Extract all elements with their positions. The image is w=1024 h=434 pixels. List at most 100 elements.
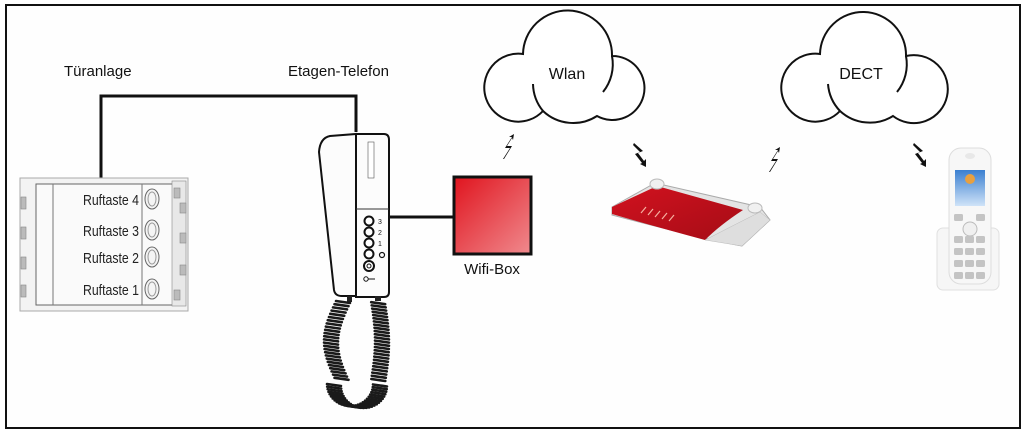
cord-coil bbox=[323, 328, 341, 334]
handset-key bbox=[954, 260, 963, 267]
call-button-icon bbox=[144, 188, 160, 210]
cord-coil bbox=[327, 315, 345, 321]
handset-key bbox=[954, 272, 963, 279]
cord-coil bbox=[333, 399, 350, 404]
cord-coil bbox=[356, 403, 374, 408]
cord-coil bbox=[368, 393, 386, 398]
cord-coil bbox=[334, 299, 352, 305]
cord-coil bbox=[331, 397, 349, 402]
radio-signal-wifibox-icon bbox=[503, 134, 514, 159]
cord-coil bbox=[373, 332, 391, 338]
door-station: Ruftaste 4 Ruftaste 3 Ruftaste 2 Ruftast… bbox=[19, 177, 189, 312]
cord-coil bbox=[372, 355, 390, 360]
cord-coil bbox=[370, 388, 388, 393]
cord-coil bbox=[370, 307, 388, 312]
svg-text:1: 1 bbox=[378, 241, 382, 248]
handset-key bbox=[976, 236, 985, 243]
cord-coil bbox=[371, 383, 389, 388]
label-wifi-box: Wifi-Box bbox=[464, 261, 520, 278]
cord-coil bbox=[373, 352, 390, 357]
label-floor-phone: Etagen-Telefon bbox=[288, 63, 389, 80]
call-button-icon bbox=[144, 278, 160, 300]
cord-coil bbox=[331, 373, 349, 378]
cord-coil bbox=[373, 339, 391, 344]
handset-key bbox=[954, 248, 963, 255]
phone-key-3: 3 bbox=[363, 215, 382, 227]
cord-coil bbox=[330, 370, 347, 375]
call-button-icon bbox=[144, 219, 160, 241]
door-button-2: Ruftaste 2 bbox=[83, 246, 160, 268]
cord-coil bbox=[371, 385, 389, 391]
handset-key bbox=[954, 236, 963, 243]
floor-phone: 3 2 1 bbox=[317, 132, 390, 302]
handset-key bbox=[954, 214, 963, 221]
cord-coil bbox=[370, 390, 387, 396]
cord-coil bbox=[333, 376, 350, 382]
cord-coil bbox=[371, 368, 389, 373]
door-button-label: Ruftaste 3 bbox=[83, 223, 139, 239]
door-button-3: Ruftaste 3 bbox=[83, 219, 160, 241]
svg-text:2: 2 bbox=[378, 230, 382, 237]
cord-coil bbox=[327, 390, 344, 396]
cord-coil bbox=[328, 392, 345, 398]
cord-coil bbox=[371, 310, 388, 316]
coiled-cord bbox=[322, 299, 391, 410]
router bbox=[611, 178, 771, 247]
label-door-station: Türanlage bbox=[64, 63, 132, 80]
cord-coil bbox=[328, 366, 346, 372]
door-button-label: Ruftaste 1 bbox=[83, 282, 139, 298]
key-icon bbox=[363, 276, 375, 282]
handset-icon bbox=[317, 132, 357, 297]
cord-coil bbox=[365, 397, 383, 403]
cord-coil bbox=[372, 323, 390, 328]
wifi-box bbox=[452, 175, 533, 256]
cord-coil bbox=[361, 400, 379, 406]
door-button-4: Ruftaste 4 bbox=[83, 188, 160, 210]
wire-door-to-phone bbox=[99, 94, 358, 178]
cord-coil bbox=[322, 344, 340, 350]
svg-text:3: 3 bbox=[378, 219, 382, 226]
radio-signal-router-out-icon bbox=[769, 147, 780, 172]
cord-coil bbox=[325, 322, 343, 327]
cord-coil bbox=[325, 382, 343, 388]
cord-coil bbox=[322, 338, 340, 343]
door-button-label: Ruftaste 2 bbox=[83, 250, 139, 266]
cord-coil bbox=[373, 326, 390, 332]
cord-coil bbox=[371, 313, 389, 319]
cord-coil bbox=[323, 331, 340, 337]
cord-coil bbox=[323, 347, 340, 353]
cord-coil bbox=[370, 374, 388, 380]
handset-key bbox=[976, 214, 985, 221]
handset-key bbox=[976, 260, 985, 267]
cord-coil bbox=[329, 395, 347, 400]
label-dect: DECT bbox=[839, 66, 883, 83]
cord-coil bbox=[371, 364, 389, 370]
cord-coil bbox=[326, 318, 344, 324]
cord-coil bbox=[330, 309, 347, 314]
door-button-label: Ruftaste 4 bbox=[83, 192, 139, 208]
cord-coil bbox=[324, 325, 342, 330]
cord-coil bbox=[326, 387, 343, 393]
cord-coil bbox=[367, 395, 384, 401]
cord-coil bbox=[373, 342, 391, 348]
cord-coil bbox=[333, 302, 350, 308]
handset-key bbox=[965, 260, 974, 267]
cord-coil bbox=[370, 377, 387, 383]
cord-coil bbox=[325, 357, 343, 362]
handset-key bbox=[965, 272, 974, 279]
handset-key bbox=[965, 248, 974, 255]
phone-key-1: 1 bbox=[363, 237, 382, 249]
cord-coil bbox=[363, 399, 381, 404]
call-button-icon bbox=[144, 246, 160, 268]
cord-coil bbox=[322, 334, 340, 340]
radio-signal-router-in-icon bbox=[633, 143, 646, 167]
wlan-cloud bbox=[483, 9, 646, 124]
handset-key bbox=[976, 272, 985, 279]
label-wlan: Wlan bbox=[549, 66, 585, 83]
handset-key bbox=[976, 248, 985, 255]
door-button-1: Ruftaste 1 bbox=[83, 278, 160, 300]
cord-coil bbox=[331, 306, 349, 311]
cord-coil bbox=[373, 336, 391, 341]
phone-key-2: 2 bbox=[363, 226, 382, 238]
